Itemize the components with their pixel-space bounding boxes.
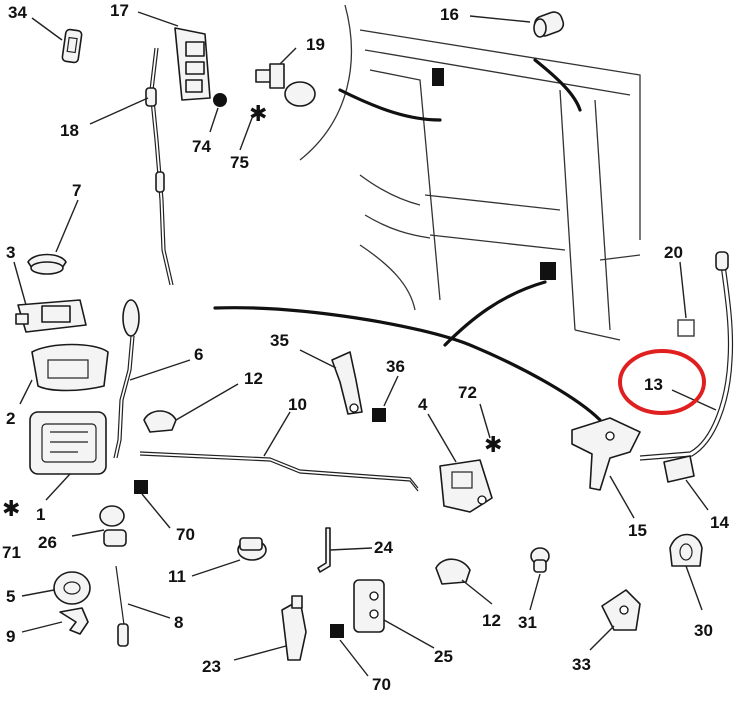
callout-33: 33: [572, 655, 591, 674]
part-26-guide: [99, 505, 127, 547]
leader-lines: [13, 11, 717, 677]
callout-34: 34: [8, 3, 27, 22]
callout-74: 74: [192, 137, 211, 156]
callout-19: 19: [306, 35, 325, 54]
part-17-latch-bracket: [174, 27, 211, 101]
part-24-pin: [317, 527, 331, 573]
callout-70-a: 70: [176, 525, 195, 544]
callout-71: 71: [2, 543, 21, 562]
callout-20: 20: [664, 243, 683, 262]
part-16-bump-stop: [533, 11, 565, 38]
callout-6: 6: [194, 345, 203, 364]
callout-70-b: 70: [372, 675, 391, 694]
callout-9: 9: [6, 627, 15, 646]
part-18-control-rod: [145, 47, 174, 286]
part-3-handle-housing: [15, 299, 87, 333]
callout-23: 23: [202, 657, 221, 676]
callout-31: 31: [518, 613, 537, 632]
part-13-release-cable: [639, 251, 734, 461]
callout-7: 7: [72, 181, 81, 200]
part-14-bracket: [663, 455, 695, 483]
clip-marker-body-top: [432, 68, 444, 86]
part-74-rivet: [213, 93, 227, 107]
callout-14: 14: [710, 513, 729, 532]
part-6-link-rod: [113, 299, 140, 459]
callout-labels: 34 17 19 16 18 74 75 7 3 20 6 35 36 12 2…: [2, 1, 729, 694]
callout-25: 25: [434, 647, 453, 666]
clip-marker-body-lower: [540, 262, 556, 280]
part-25-striker: [353, 579, 385, 633]
callout-75: 75: [230, 153, 249, 172]
callout-30: 30: [694, 621, 713, 640]
part-12-clip-upper: [143, 410, 177, 433]
part-35-bracket: [331, 351, 363, 415]
callout-13: 13: [644, 375, 663, 394]
callout-3: 3: [6, 243, 15, 262]
part-72-screw-symbol: ✱: [484, 433, 502, 458]
part-71-screw-symbol: ✱: [2, 497, 20, 522]
vehicle-body-outline: [213, 4, 641, 422]
highlight-ring-13: [618, 349, 706, 415]
part-31-plug: [530, 547, 550, 573]
part-30-cover: [669, 533, 703, 567]
part-9-spring-clip: [59, 607, 89, 635]
callout-16: 16: [440, 5, 459, 24]
callout-26: 26: [38, 533, 57, 552]
callout-1: 1: [36, 505, 45, 524]
part-70-clip-symbol-b: [330, 624, 344, 638]
callout-72: 72: [458, 383, 477, 402]
callout-35: 35: [270, 331, 289, 350]
callout-15: 15: [628, 521, 647, 540]
callout-10: 10: [288, 395, 307, 414]
callout-11: 11: [168, 567, 186, 586]
part-34-plate: [61, 28, 83, 64]
part-5-bushing: [53, 571, 91, 605]
callout-12-upper: 12: [244, 369, 263, 388]
callout-36: 36: [386, 357, 405, 376]
callout-18: 18: [60, 121, 79, 140]
part-10-long-rod: [139, 451, 419, 492]
part-15-lever: [571, 417, 641, 491]
part-2-inner-handle: [31, 343, 109, 392]
part-1-handle-surround: [29, 411, 107, 475]
part-33-mount: [601, 589, 641, 631]
callout-4: 4: [418, 395, 428, 414]
part-20-clip-symbol: [677, 319, 695, 337]
part-19-bolt: [255, 63, 316, 107]
part-8-short-rod: [115, 565, 129, 647]
part-11-grommet: [237, 537, 267, 561]
part-23-actuator: [281, 595, 307, 661]
callout-24: 24: [374, 538, 393, 557]
part-4-door-lock: [439, 459, 493, 513]
part-70-clip-symbol-a: [134, 480, 148, 494]
part-12-clip-lower: [435, 558, 471, 585]
callout-5: 5: [6, 587, 15, 606]
callout-2: 2: [6, 409, 15, 428]
part-7-cover-cap: [27, 253, 67, 275]
callout-17: 17: [110, 1, 129, 20]
callout-8: 8: [174, 613, 183, 632]
part-75-screw-symbol: ✱: [249, 102, 267, 127]
part-36-clip-symbol: [372, 408, 386, 422]
callout-12-lower: 12: [482, 611, 501, 630]
